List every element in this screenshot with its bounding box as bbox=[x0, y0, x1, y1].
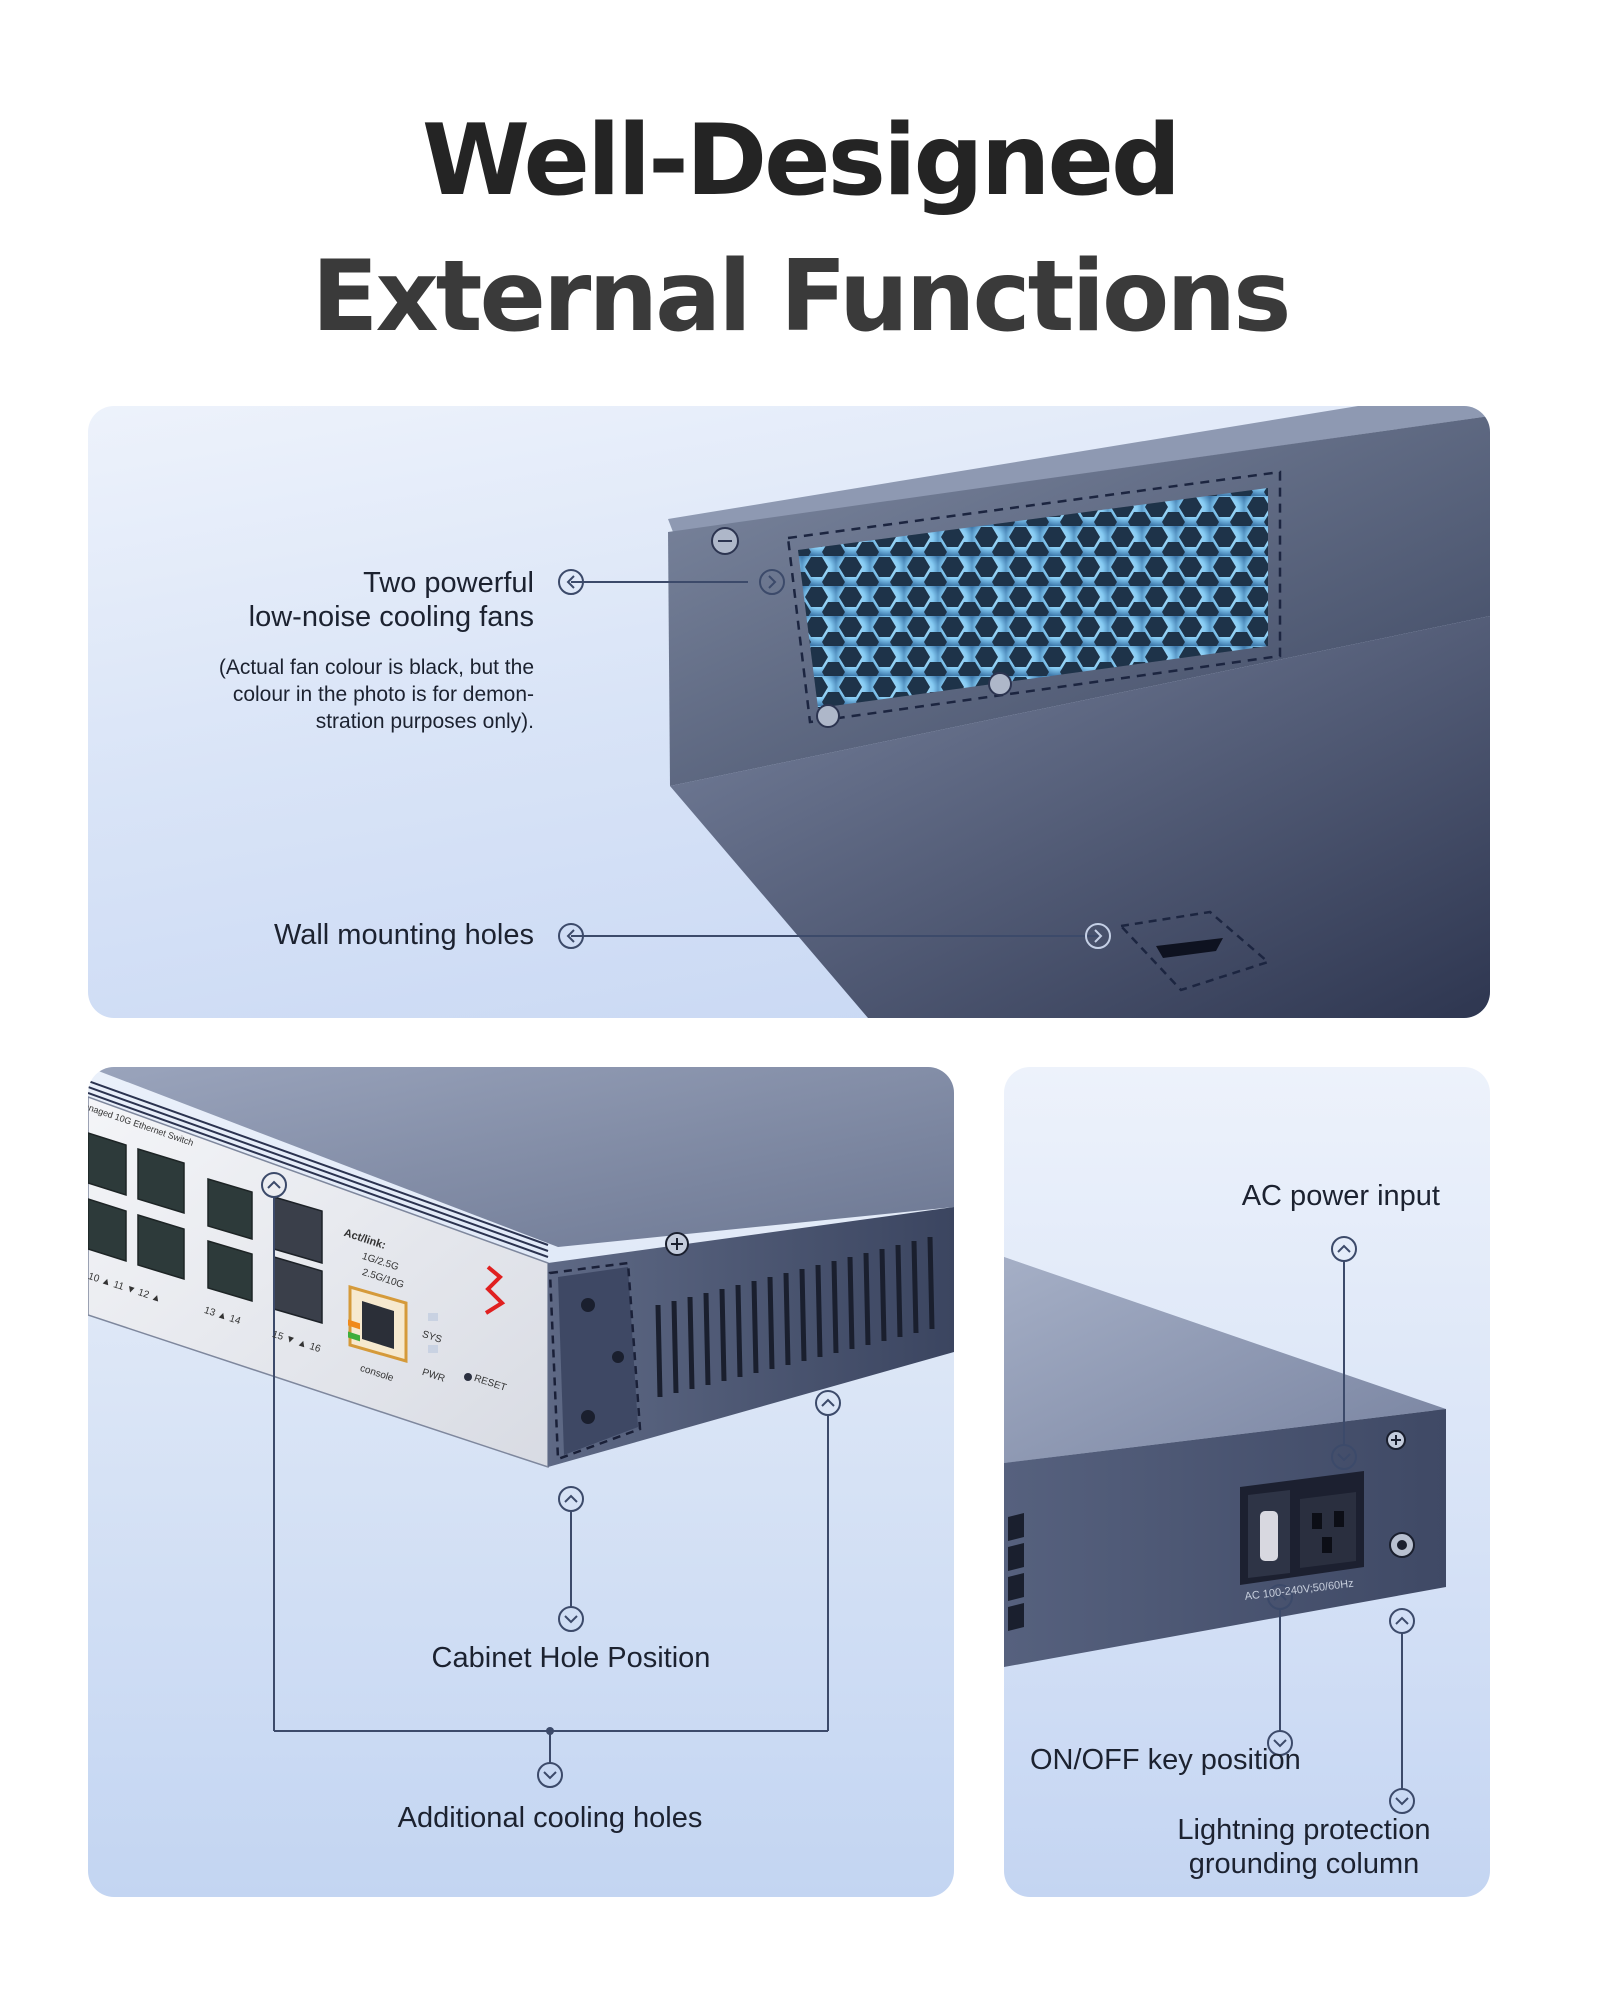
switch-front-illustration bbox=[88, 1067, 954, 1788]
front-panel-card: anaged 10G Ethernet Switch Act/link: 1G/… bbox=[88, 1067, 954, 1897]
fans-note-line1: (Actual fan colour is black, but the bbox=[218, 656, 534, 679]
lightning-label-line1: Lightning protection bbox=[1177, 1814, 1431, 1846]
cabinet-hole-label: Cabinet Hole Position bbox=[431, 1642, 711, 1674]
rear-panel-card: AC 100-240V;50/60Hz AC power input ON/OF… bbox=[1004, 1067, 1490, 1897]
fan-panel: Two powerful low-noise cooling fans (Act… bbox=[88, 406, 1490, 1018]
fans-label-line1: Two powerful bbox=[363, 567, 534, 599]
ac-power-label: AC power input bbox=[1241, 1180, 1440, 1212]
fans-note-line3: stration purposes only). bbox=[315, 710, 534, 733]
switch-rear-illustration bbox=[1004, 1236, 1446, 1814]
cooling-holes-label: Additional cooling holes bbox=[397, 1802, 703, 1834]
switch-bottom-illustration bbox=[558, 406, 1490, 1018]
lightning-label-line2: grounding column bbox=[1188, 1848, 1420, 1880]
page-title-line1: Well-Designed bbox=[421, 104, 1181, 218]
fans-label-line2: low-noise cooling fans bbox=[248, 601, 534, 633]
page-title-line2: External Functions bbox=[311, 240, 1292, 354]
onoff-key-label: ON/OFF key position bbox=[1030, 1744, 1301, 1776]
wall-mount-label: Wall mounting holes bbox=[273, 919, 534, 951]
fans-note-line2: colour in the photo is for demon- bbox=[232, 683, 534, 706]
